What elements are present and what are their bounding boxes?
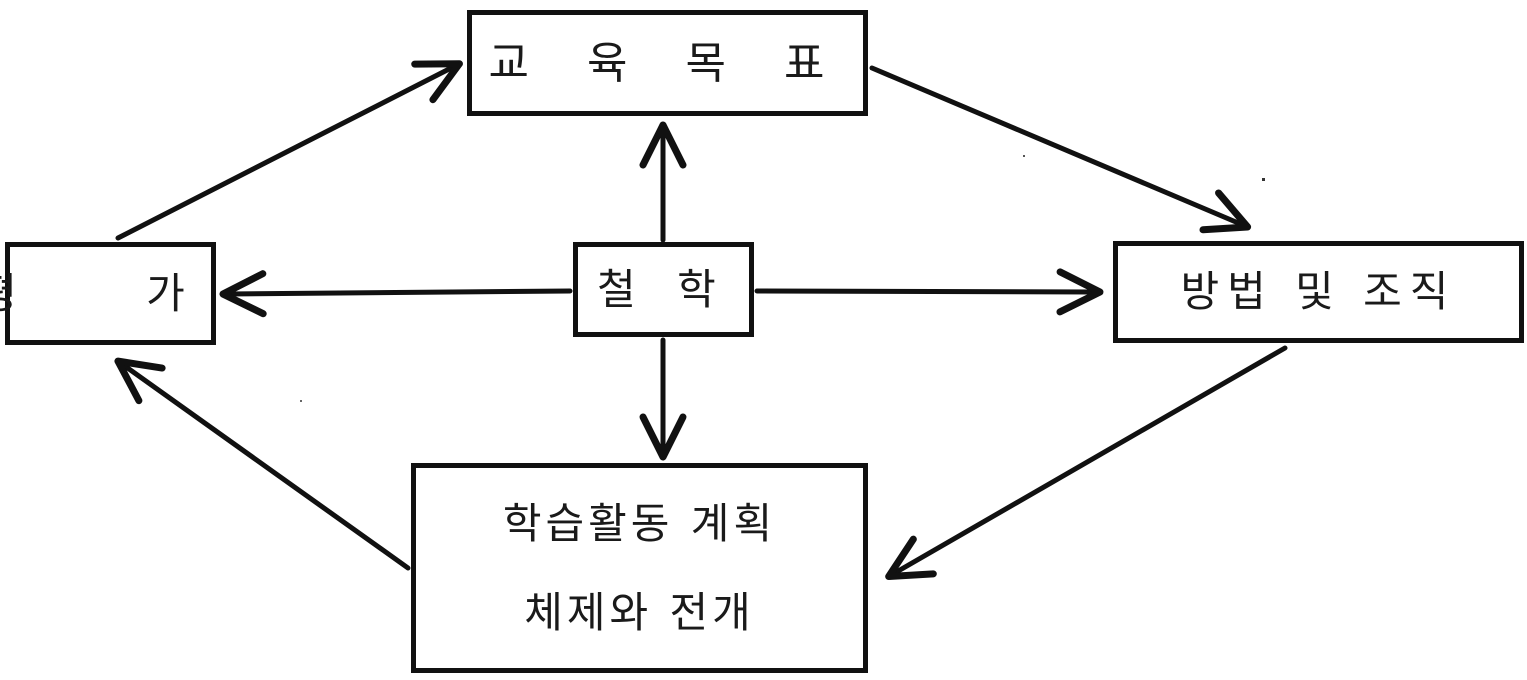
learning-activity-label-line-2: 체제와 전개 — [524, 588, 755, 637]
arrow-evaluation-to-goal — [115, 60, 463, 241]
arrow-activity-to-evaluation — [114, 357, 411, 571]
method-organization-label: 방법 및 조직 — [1180, 267, 1457, 317]
evaluation-label: 평 가 — [0, 268, 243, 318]
learning-activity-node: 학습활동 계획 체제와 전개 — [411, 463, 868, 673]
goal-node: 교 육 목 표 — [467, 10, 868, 116]
goal-label: 교 육 목 표 — [488, 37, 847, 89]
philosophy-node: 철 학 — [573, 242, 754, 337]
scan-speck — [1262, 178, 1265, 181]
arrow-philosophy-to-method — [754, 268, 1104, 316]
arrow-goal-to-method — [869, 65, 1252, 234]
arrow-method-to-activity — [885, 345, 1288, 580]
method-organization-node: 방법 및 조직 — [1113, 241, 1524, 343]
scan-speck — [1023, 155, 1025, 157]
philosophy-label: 철 학 — [597, 264, 730, 314]
scan-speck — [300, 400, 302, 402]
evaluation-node: 평 가 — [0, 242, 216, 345]
learning-activity-label-line-1: 학습활동 계획 — [502, 498, 777, 548]
arrow-philosophy-to-evaluation — [219, 270, 573, 318]
